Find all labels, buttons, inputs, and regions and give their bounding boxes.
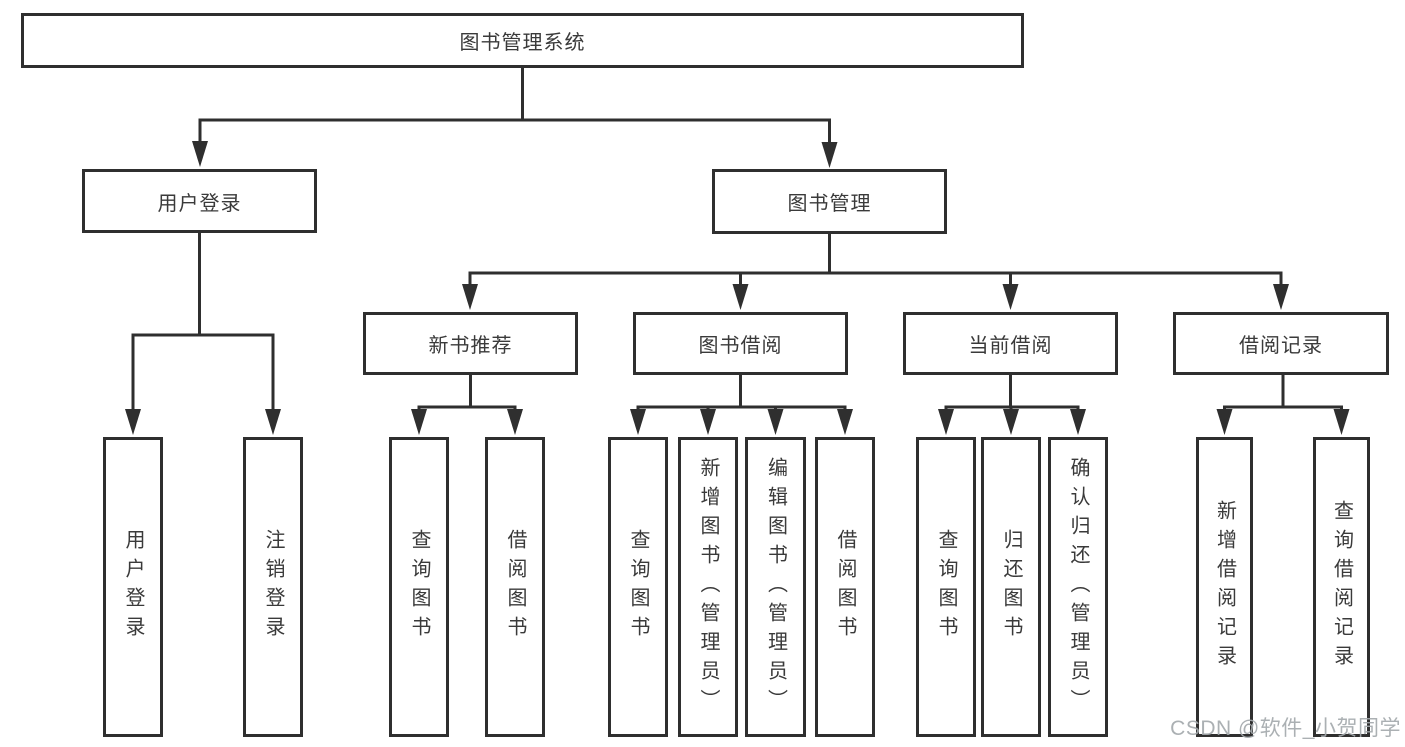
node-book-management: 图书管理 <box>712 169 947 234</box>
node-library-system-label: 图书管理系统 <box>459 32 586 54</box>
node-book-borrowing: 图书借阅 <box>633 312 848 375</box>
leaf-user-login: 用户登录 <box>103 437 163 737</box>
leaf-query-books-recommend: 查询图书 <box>389 437 449 737</box>
leaf-user-login-label: 用户登录 <box>122 529 144 645</box>
leaf-query-books-recommend-label: 查询图书 <box>408 529 430 645</box>
leaf-add-book-admin: 新增图书（管理员） <box>678 437 738 737</box>
node-borrowing-records: 借阅记录 <box>1173 312 1389 375</box>
node-new-book-recommend-label: 新书推荐 <box>428 335 513 357</box>
node-new-book-recommend: 新书推荐 <box>363 312 578 375</box>
leaf-add-borrow-record-label: 新增借阅记录 <box>1213 500 1236 674</box>
leaf-add-book-admin-label: 新增图书（管理员） <box>697 456 719 718</box>
leaf-query-books-borrowing: 查询图书 <box>608 437 668 737</box>
node-library-system: 图书管理系统 <box>21 13 1024 68</box>
node-user-login-label: 用户登录 <box>157 192 242 215</box>
leaf-query-borrow-record: 查询借阅记录 <box>1313 437 1370 737</box>
leaf-query-books-current: 查询图书 <box>916 437 976 737</box>
leaf-query-borrow-record-label: 查询借阅记录 <box>1330 500 1353 674</box>
leaf-query-books-current-label: 查询图书 <box>935 529 957 645</box>
node-current-borrowing-label: 当前借阅 <box>968 335 1053 357</box>
leaf-return-books-label: 归还图书 <box>1000 529 1022 645</box>
leaf-edit-book-admin-label: 编辑图书（管理员） <box>764 456 787 718</box>
leaf-borrow-books-borrowing-label: 借阅图书 <box>834 529 856 645</box>
leaf-return-books: 归还图书 <box>981 437 1041 737</box>
leaf-confirm-return-admin: 确认归还（管理员） <box>1048 437 1108 737</box>
leaf-confirm-return-admin-label: 确认归还（管理员） <box>1067 456 1089 718</box>
leaf-borrow-books-borrowing: 借阅图书 <box>815 437 875 737</box>
leaf-edit-book-admin: 编辑图书（管理员） <box>745 437 806 737</box>
leaf-query-books-borrowing-label: 查询图书 <box>627 529 649 645</box>
leaf-logout-label: 注销登录 <box>262 529 284 645</box>
node-user-login: 用户登录 <box>82 169 317 233</box>
node-book-borrowing-label: 图书借阅 <box>698 335 783 357</box>
leaf-borrow-books-recommend: 借阅图书 <box>485 437 545 737</box>
leaf-logout: 注销登录 <box>243 437 303 737</box>
node-current-borrowing: 当前借阅 <box>903 312 1118 375</box>
leaf-add-borrow-record: 新增借阅记录 <box>1196 437 1253 737</box>
node-borrowing-records-label: 借阅记录 <box>1239 335 1323 357</box>
node-book-management-label: 图书管理 <box>787 193 872 215</box>
csdn-watermark: CSDN @软件_小贺同学 <box>1170 717 1401 740</box>
leaf-borrow-books-recommend-label: 借阅图书 <box>504 529 526 645</box>
